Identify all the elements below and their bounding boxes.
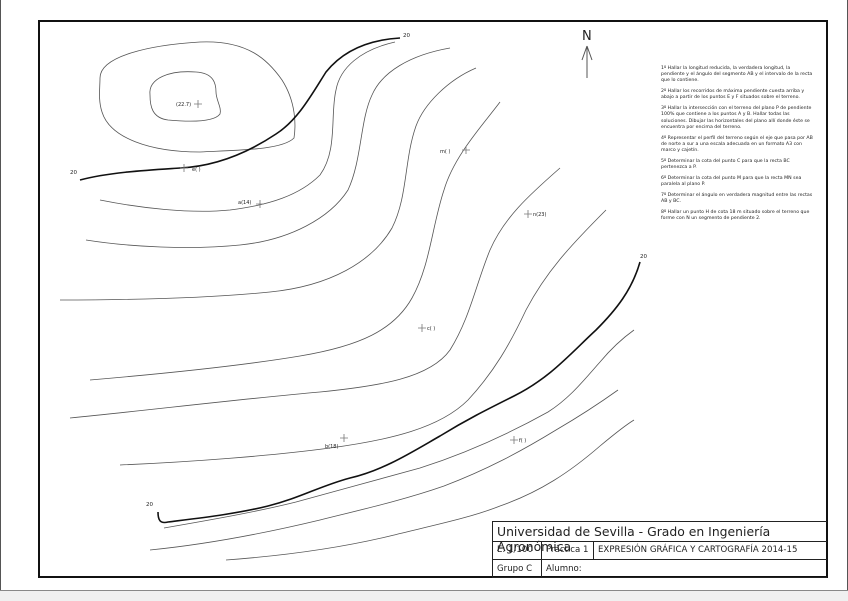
point-label-f: f( ) [519, 438, 526, 444]
point-label-m: m( ) [440, 149, 450, 155]
practice-cell: Práctica 1 [541, 542, 593, 559]
contour-line [99, 41, 296, 153]
instruction-2: 2º Hallar los recorridos de máxima pendi… [661, 89, 805, 101]
point-label-c: c( ) [427, 326, 435, 332]
contour-line [163, 329, 635, 529]
student-name-field[interactable]: Alumno: [541, 560, 828, 577]
point-marker [180, 164, 188, 172]
group-cell: Grupo C [497, 564, 533, 574]
contour-line [119, 209, 607, 466]
instruction-4: 4º Representar el perfil del terreno seg… [661, 135, 813, 154]
contour-line [69, 167, 561, 419]
contour-label: 20 [403, 33, 410, 39]
contour-line [85, 47, 451, 248]
contour-line [149, 389, 619, 551]
point-marker [524, 210, 532, 218]
point-marker [340, 434, 348, 442]
contour-label: 20 [640, 254, 647, 260]
point-label-e: e( ) [192, 167, 201, 173]
point-marker [418, 324, 426, 332]
title-row-student: Grupo C Alumno: [492, 559, 827, 578]
north-label: N [582, 29, 592, 44]
instruction-1: 1º Hallar la longitud reducida, la verda… [661, 66, 813, 84]
drawing-frame [38, 20, 828, 578]
instruction-8: 8º Hallar un punto H de cota 18 m situad… [661, 209, 810, 222]
contour-line [99, 41, 396, 212]
contour-label: 20 [70, 170, 77, 176]
instruction-3: 3º Hallar la intersección con el terreno… [661, 106, 812, 130]
point-label-22-7: (22.7) [176, 102, 191, 108]
university-title: Universidad de Sevilla - Grado en Ingeni… [497, 524, 771, 554]
course-cell: EXPRESIÓN GRÁFICA Y CARTOGRAFÍA 2014-15 [593, 542, 828, 559]
point-marker [194, 100, 202, 108]
title-row-university: Universidad de Sevilla - Grado en Ingeni… [492, 521, 827, 554]
exercise-instructions: 1º Hallar la longitud reducida, la verda… [661, 66, 813, 227]
instruction-6: 6º Determinar la cota del punto M para q… [661, 175, 802, 188]
point-label-n: n(23) [533, 212, 546, 218]
point-label-a: a(14) [238, 200, 251, 206]
point-marker [256, 200, 264, 208]
contour-line [149, 71, 221, 122]
viewer-bottom-strip [0, 590, 848, 601]
contour-label: 20 [146, 502, 153, 508]
point-marker [462, 146, 470, 154]
contour-line [225, 419, 635, 561]
index-contour-20-bottom [157, 261, 641, 524]
contour-line [89, 101, 501, 381]
point-marker [510, 436, 518, 444]
scale-cell: E: 1/100 [497, 545, 533, 555]
north-arrow: N [581, 29, 593, 78]
title-block: Universidad de Sevilla - Grado en Ingeni… [492, 521, 827, 578]
instruction-5: 5º Determinar la cota del punto C para q… [661, 158, 790, 171]
contour-line [59, 67, 477, 301]
instruction-7: 7º Determinar el ángulo en verdadera mag… [661, 192, 813, 205]
index-contour-20-top [79, 37, 401, 181]
point-label-b: b(18) [325, 444, 338, 450]
title-row-course: E: 1/100 Práctica 1 EXPRESIÓN GRÁFICA Y … [492, 541, 827, 559]
